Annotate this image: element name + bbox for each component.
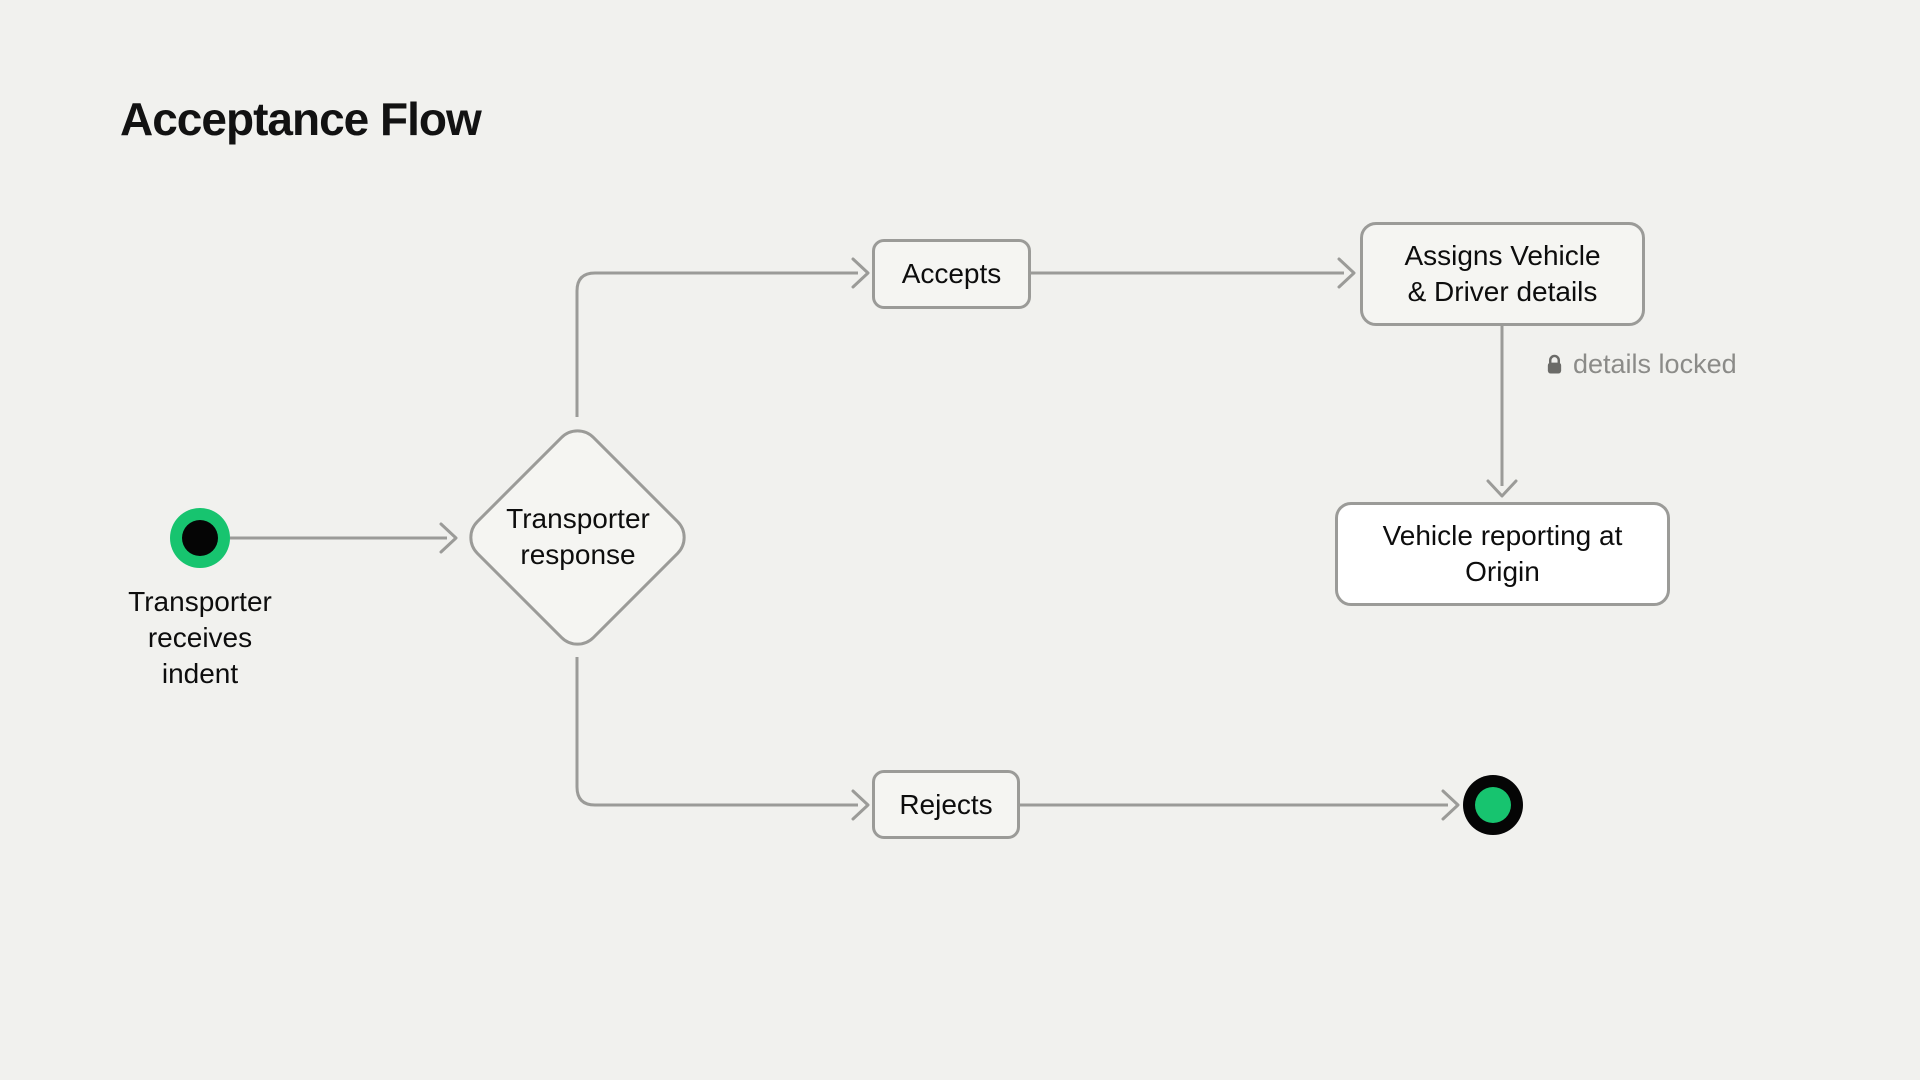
start-label-line: Transporter: [128, 586, 272, 617]
assigns-vehicle-node: Assigns Vehicle & Driver details: [1360, 222, 1645, 326]
page-title: Acceptance Flow: [120, 93, 482, 145]
vehicle-reporting-label: Vehicle reporting at Origin: [1383, 518, 1623, 590]
assigns-vehicle-label: Assigns Vehicle & Driver details: [1404, 238, 1600, 310]
details-locked-annotation: details locked: [1545, 349, 1737, 380]
accepts-node: Accepts: [872, 239, 1031, 309]
arrowhead-icon: [851, 789, 870, 821]
accepts-label: Accepts: [901, 258, 1002, 289]
edge-accepts-to-assigns: [1031, 257, 1356, 289]
edge-start-to-decision: [230, 522, 458, 554]
assigns-label-line: Assigns Vehicle: [1404, 240, 1601, 271]
vehicle-reporting-node: Vehicle reporting at Origin: [1335, 502, 1670, 606]
edge-line: [575, 271, 858, 417]
lock-icon: [1547, 354, 1562, 374]
decision-label: Transporter response: [478, 501, 678, 573]
edge-assigns-to-vehicle: [1486, 326, 1518, 498]
end-event-core: [1475, 787, 1511, 823]
edge-line: [575, 657, 858, 807]
rejects-label: Rejects: [899, 788, 993, 820]
arrowhead-icon: [1486, 479, 1518, 498]
details-locked-text: details locked: [1573, 349, 1737, 379]
arrowhead-icon: [439, 522, 458, 554]
vehicle-label-line: Origin: [1465, 556, 1540, 587]
start-event-label: Transporter receives indent: [100, 584, 300, 692]
start-event-node: [170, 508, 230, 568]
edge-decision-to-rejects: [575, 657, 870, 821]
edge-decision-to-accepts: [575, 257, 870, 417]
start-label-line: indent: [161, 658, 239, 689]
rejects-node: Rejects: [872, 770, 1020, 839]
start-event-core: [182, 520, 218, 556]
assigns-label-line: & Driver details: [1407, 276, 1598, 307]
arrowhead-icon: [1337, 257, 1356, 289]
start-label-line: receives: [147, 622, 253, 653]
vehicle-label-line: Vehicle reporting at: [1382, 520, 1623, 551]
edge-rejects-to-end: [1020, 789, 1460, 821]
decision-label-line: response: [520, 539, 636, 570]
end-event-node: [1463, 775, 1523, 835]
arrowhead-icon: [1441, 789, 1460, 821]
arrowhead-icon: [851, 257, 870, 289]
decision-label-line: Transporter: [506, 503, 650, 534]
